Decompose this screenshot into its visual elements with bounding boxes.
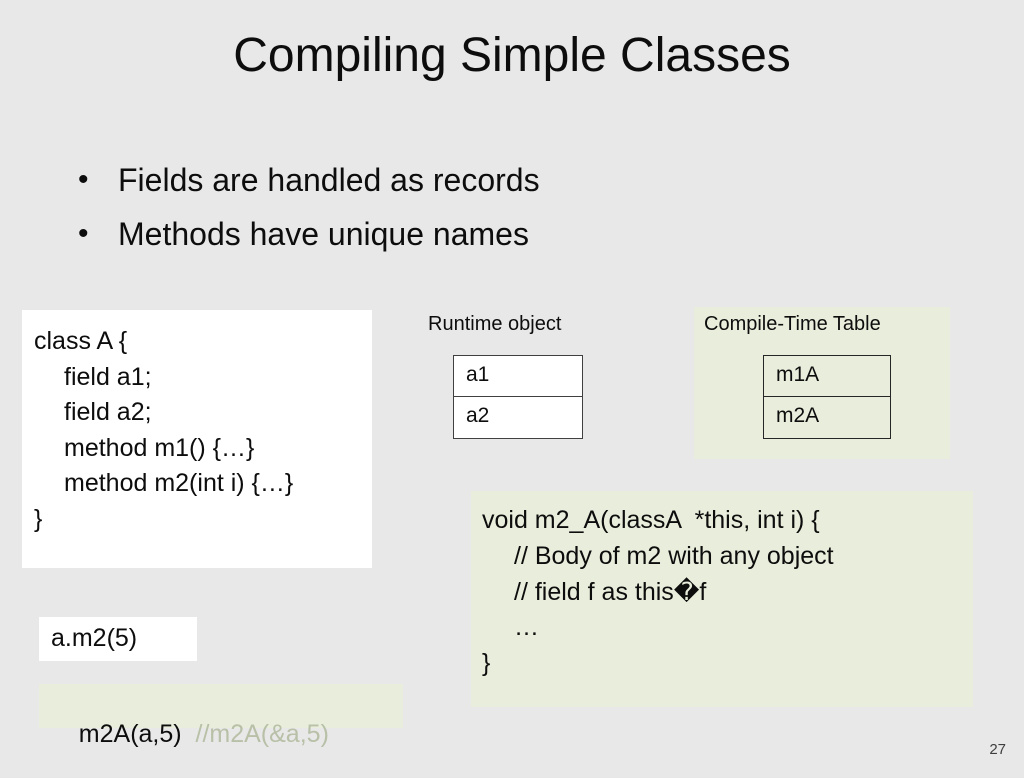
table-row: a2 [466, 404, 490, 427]
list-item: • Fields are handled as records [78, 160, 778, 202]
runtime-object-table: a1 a2 [453, 355, 583, 439]
code-line: void m2_A(classA *this, int i) { [482, 506, 820, 534]
page-number: 27 [989, 741, 1006, 758]
bullet-text: Methods have unique names [118, 215, 529, 252]
code-line: field a2; [64, 398, 152, 426]
bullet-marker-icon: • [78, 216, 89, 250]
bullet-marker-icon: • [78, 163, 89, 196]
table-row: a1 [454, 356, 582, 397]
code-line: } [482, 649, 491, 677]
call-translated-code: m2A(a,5) [78, 720, 182, 748]
table-row: m2A [776, 404, 820, 427]
code-line: … [514, 613, 539, 642]
code-line: } [34, 504, 43, 533]
page-title: Compiling Simple Classes [233, 29, 791, 82]
call-translated-comment: //m2A(&a,5) [195, 720, 329, 748]
bullet-list: • Fields are handled as records • Method… [78, 160, 778, 267]
call-translated-box: m2A(a,5) //m2A(&a,5) [39, 684, 403, 748]
code-line: method m2(int i) {…} [64, 469, 294, 497]
table-row: m1A [764, 356, 890, 397]
function-body-panel: void m2_A(classA *this, int i) { // Body… [471, 491, 973, 707]
list-item: • Methods have unique names [78, 214, 778, 256]
compile-time-table: m1A m2A [763, 355, 891, 439]
runtime-object-label: Runtime object [428, 313, 562, 335]
code-line: field a1; [64, 362, 152, 391]
code-line: // field f as this�f [514, 577, 707, 606]
compile-time-table-label: Compile-Time Table [704, 313, 881, 335]
code-line: class A { [34, 327, 128, 355]
code-line: method m1() {…} [64, 433, 255, 462]
bullet-text: Fields are handled as records [118, 162, 540, 198]
class-definition-box: class A { field a1; field a2; method m1(… [22, 310, 372, 568]
code-line: // Body of m2 with any object [514, 541, 834, 570]
call-example-box: a.m2(5) [39, 617, 197, 661]
